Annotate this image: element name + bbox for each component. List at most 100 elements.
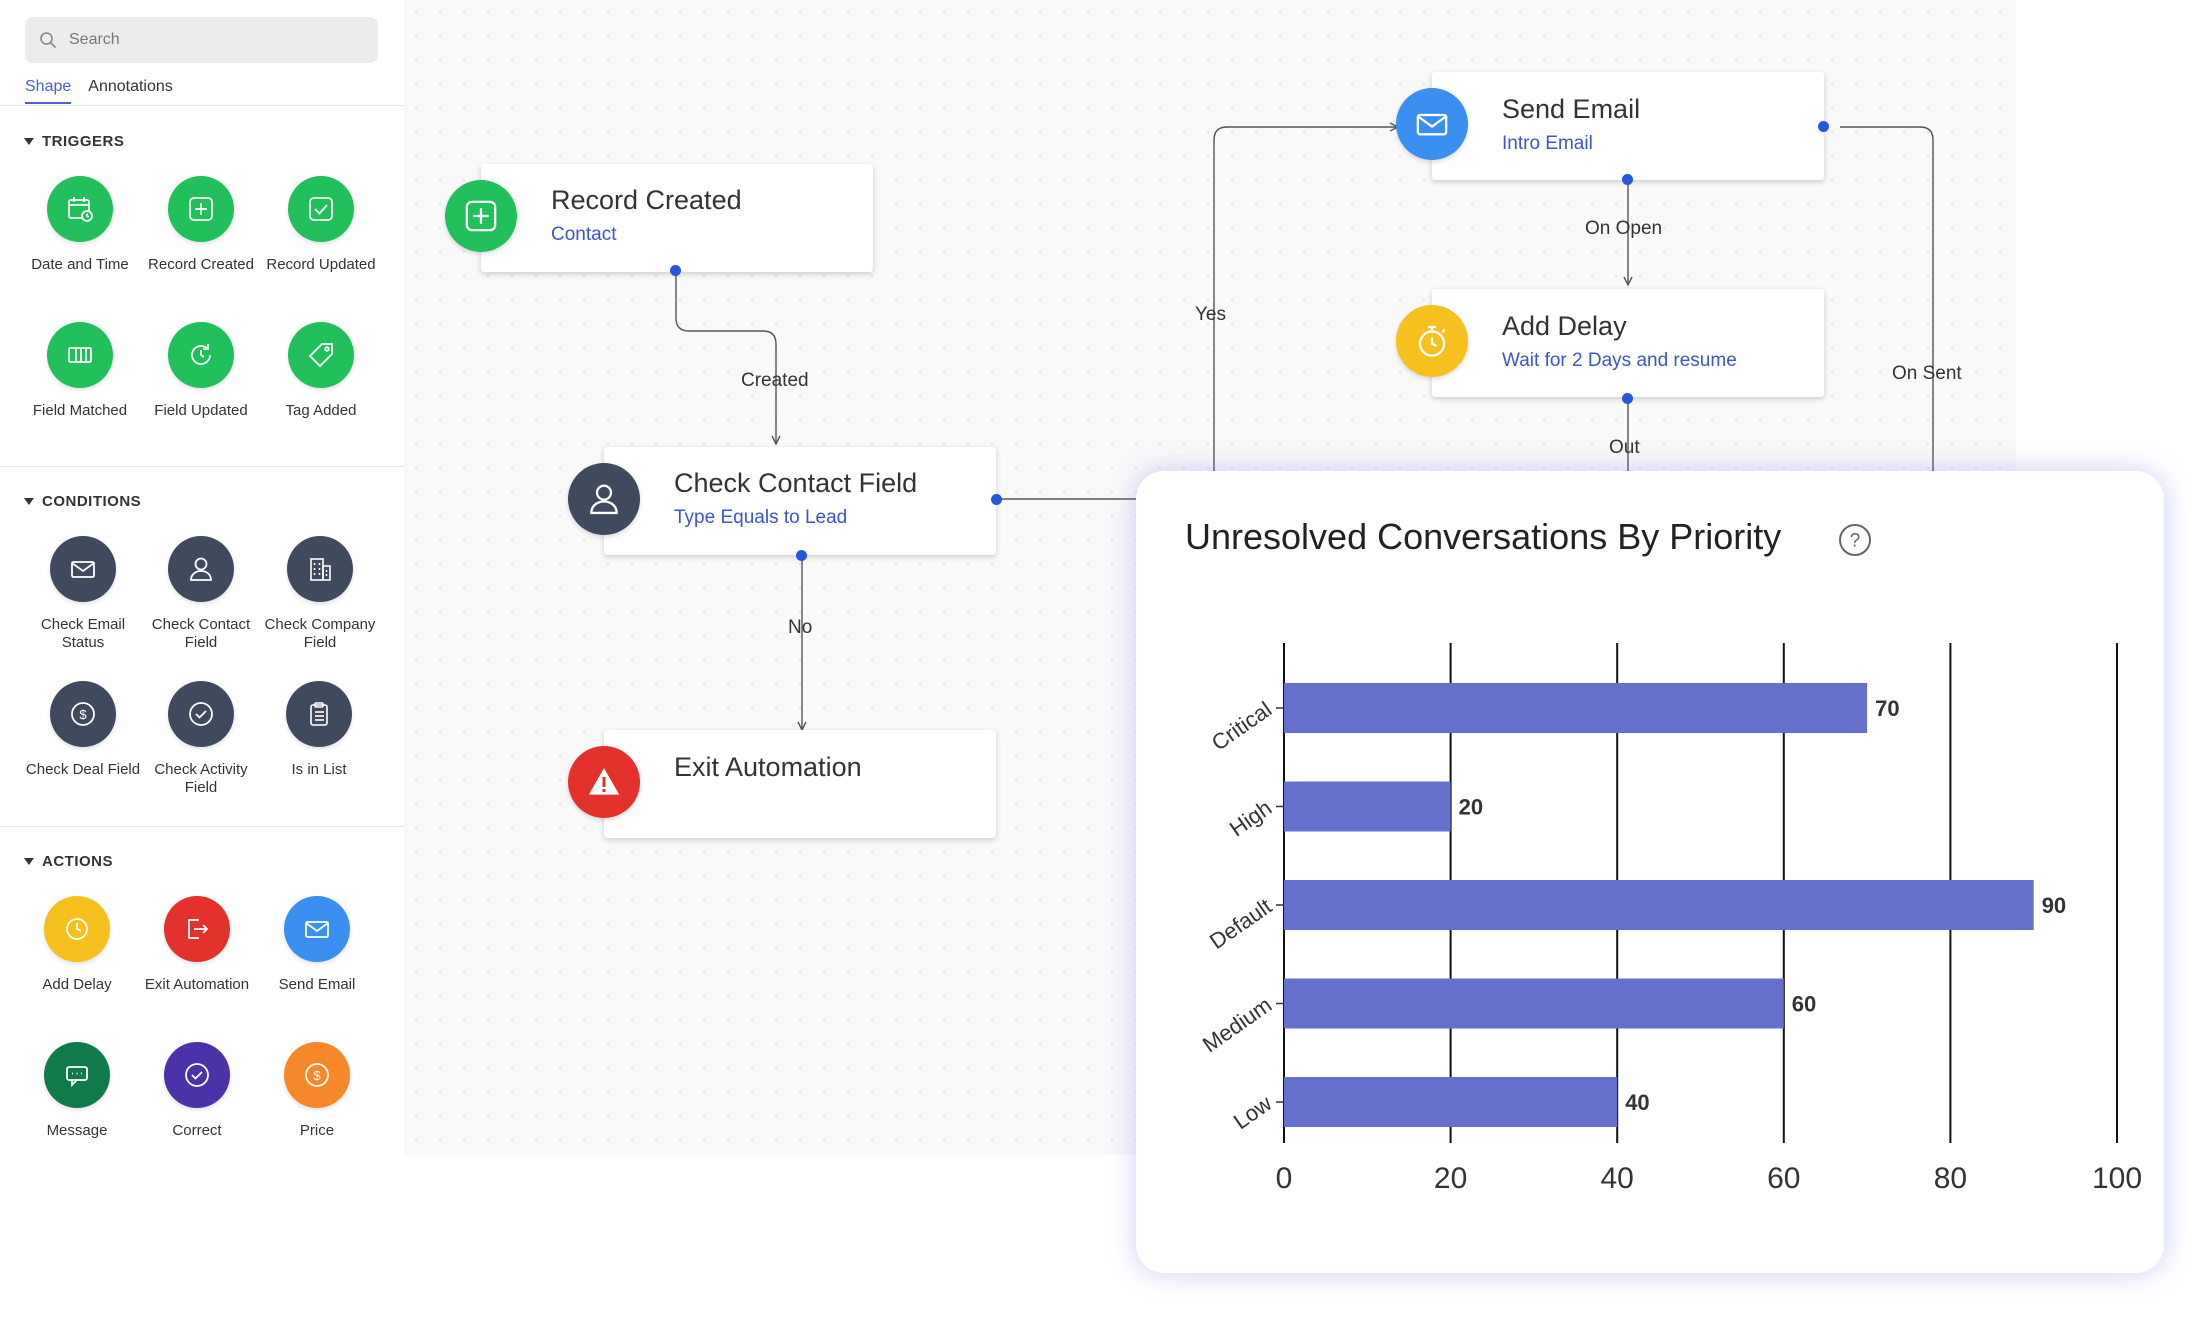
- bar: [1284, 978, 1784, 1029]
- palette-item-label: Check Company Field: [264, 616, 376, 651]
- palette-item-label: Exit Automation: [144, 976, 250, 993]
- svg-text:$: $: [79, 707, 87, 722]
- node-icon-add-delay: [1396, 305, 1468, 377]
- x-tick-label: 80: [1934, 1162, 1967, 1195]
- palette-item-tag-added[interactable]: Tag Added: [261, 322, 381, 420]
- section-title: TRIGGERS: [42, 133, 125, 150]
- x-tick-label: 20: [1434, 1162, 1467, 1195]
- stopwatch-icon: [1418, 325, 1446, 357]
- node-output-port-open[interactable]: [1622, 174, 1633, 185]
- y-tick-label: Medium: [1198, 992, 1276, 1057]
- bar: [1284, 781, 1451, 832]
- palette-item-check-activity-field[interactable]: Check Activity Field: [141, 681, 261, 797]
- warning-icon: [588, 768, 620, 795]
- collapse-triangle-icon: [24, 498, 34, 505]
- tab-shape[interactable]: Shape: [25, 78, 72, 104]
- section-divider: [0, 466, 404, 467]
- node-title: Add Delay: [1502, 311, 1627, 341]
- envelope-icon: [305, 921, 329, 938]
- check-circle-icon: [185, 1063, 209, 1087]
- edge-label-on-open: On Open: [1585, 218, 1663, 239]
- chart-title: Unresolved Conversations By Priority: [1185, 516, 1782, 557]
- node-exit-automation[interactable]: Exit Automation: [604, 730, 996, 838]
- envelope-icon: [1416, 113, 1448, 136]
- node-output-port-yes[interactable]: [991, 494, 1002, 505]
- node-add-delay[interactable]: Add Delay Wait for 2 Days and resume: [1432, 289, 1824, 397]
- node-output-port-out[interactable]: [1622, 393, 1633, 404]
- help-icon[interactable]: ?: [1838, 523, 1872, 557]
- node-output-port-sent[interactable]: [1818, 121, 1829, 132]
- edge-label-yes: Yes: [1195, 304, 1226, 325]
- node-title: Send Email: [1502, 94, 1641, 124]
- data-label: 70: [1875, 696, 1899, 721]
- chat-icon: [66, 1066, 88, 1088]
- palette-item-price[interactable]: $ Price: [257, 1042, 377, 1140]
- shape-palette-sidebar: Search Shape Annotations TRIGGERS Date a…: [0, 0, 404, 1160]
- palette-item-check-deal-field[interactable]: $ Check Deal Field: [23, 681, 143, 779]
- dollar-icon: $: [305, 1063, 329, 1087]
- y-tick-label: Critical: [1207, 697, 1276, 756]
- palette-item-label: Check Activity Field: [154, 761, 248, 796]
- node-icon-check-contact: [568, 463, 640, 535]
- columns-icon: [68, 347, 92, 363]
- palette-item-field-matched[interactable]: Field Matched: [20, 322, 140, 420]
- node-record-created[interactable]: Record Created Contact: [481, 164, 873, 272]
- palette-item-message[interactable]: Message: [17, 1042, 137, 1140]
- section-header-conditions[interactable]: CONDITIONS: [24, 493, 141, 510]
- node-subtitle: Intro Email: [1502, 133, 1593, 154]
- palette-item-label: Check Deal Field: [25, 761, 141, 778]
- palette-item-label: Field Matched: [32, 402, 128, 419]
- node-title: Exit Automation: [674, 752, 862, 782]
- palette-item-label: Send Email: [278, 976, 356, 993]
- node-subtitle: Wait for 2 Days and resume: [1502, 350, 1737, 371]
- data-label: 40: [1625, 1090, 1649, 1115]
- palette-item-is-in-list[interactable]: Is in List: [259, 681, 379, 779]
- palette-item-label: Record Updated: [266, 256, 376, 273]
- search-input[interactable]: Search: [25, 17, 378, 63]
- palette-item-send-email[interactable]: Send Email: [257, 896, 377, 994]
- palette-item-check-company-field[interactable]: Check Company Field: [260, 536, 380, 652]
- edge-label-no: No: [788, 617, 813, 638]
- section-divider: [0, 826, 404, 827]
- palette-item-record-created[interactable]: Record Created: [141, 176, 261, 274]
- y-tick-label: Low: [1229, 1090, 1276, 1134]
- user-icon: [190, 557, 212, 581]
- section-header-triggers[interactable]: TRIGGERS: [24, 133, 124, 150]
- x-tick-label: 100: [2092, 1162, 2142, 1195]
- palette-item-add-delay[interactable]: Add Delay: [17, 896, 137, 994]
- svg-text:?: ?: [1850, 531, 1861, 552]
- tabs-divider: [0, 105, 404, 106]
- section-header-actions[interactable]: ACTIONS: [24, 853, 113, 870]
- building-icon: [310, 558, 331, 581]
- node-title: Check Contact Field: [674, 468, 918, 498]
- dollar-icon: $: [71, 702, 95, 726]
- palette-item-field-updated[interactable]: Field Updated: [141, 322, 261, 420]
- tab-annotations[interactable]: Annotations: [88, 78, 173, 95]
- exit-icon: [188, 919, 209, 939]
- edge-label-out: Out: [1609, 437, 1640, 458]
- refresh-icon: [191, 344, 211, 365]
- tag-icon: [308, 343, 333, 368]
- check-circle-icon: [189, 702, 213, 726]
- envelope-icon: [71, 561, 95, 578]
- node-check-contact-field[interactable]: Check Contact Field Type Equals to Lead: [604, 447, 996, 555]
- node-send-email[interactable]: Send Email Intro Email: [1432, 72, 1824, 180]
- palette-item-label: Add Delay: [42, 976, 112, 993]
- palette-item-record-updated[interactable]: Record Updated: [261, 176, 381, 274]
- node-subtitle: Contact: [551, 224, 617, 245]
- palette-item-correct[interactable]: Correct: [137, 1042, 257, 1140]
- node-subtitle: Type Equals to Lead: [674, 507, 848, 528]
- check-square-icon: [309, 197, 333, 221]
- y-tick-label: High: [1225, 795, 1276, 841]
- node-output-port-no[interactable]: [796, 550, 807, 561]
- bar: [1284, 880, 2034, 930]
- palette-item-label: Check Email Status: [40, 616, 126, 651]
- bar: [1284, 1077, 1618, 1127]
- node-output-port[interactable]: [670, 265, 681, 276]
- palette-item-label: Record Created: [148, 256, 254, 273]
- clock-icon: [66, 918, 88, 940]
- palette-item-check-email-status[interactable]: Check Email Status: [23, 536, 143, 652]
- palette-item-exit-automation[interactable]: Exit Automation: [137, 896, 257, 994]
- palette-item-check-contact-field[interactable]: Check Contact Field: [141, 536, 261, 652]
- palette-item-date-and-time[interactable]: Date and Time: [20, 176, 140, 274]
